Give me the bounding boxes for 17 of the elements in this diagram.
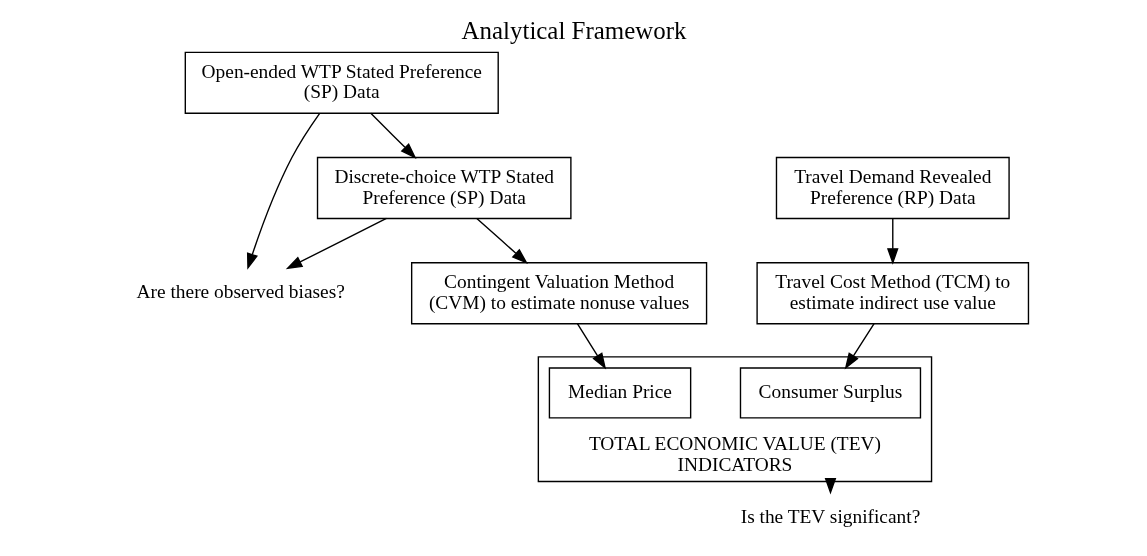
node-box: Travel Demand Revealed Preference (RP) Data bbox=[775, 156, 1010, 220]
arrow bbox=[369, 112, 417, 159]
node-text: Are there observed biases? bbox=[136, 281, 345, 303]
node-box: Contingent Valuation Method (CVM) to estimate nonuse values bbox=[410, 262, 707, 325]
node-box: Travel Cost Method (TCM) to estimate indirect use value bbox=[755, 262, 1029, 325]
arrow bbox=[285, 217, 387, 270]
arrow bbox=[576, 323, 606, 370]
node-box: Consumer Surplus bbox=[739, 367, 921, 419]
node-box: Discrete-choice WTP Stated Preference (SP) Data bbox=[316, 156, 572, 220]
arrow bbox=[844, 323, 875, 370]
node-box: Median Price bbox=[548, 367, 691, 419]
node-box: Open-ended WTP Stated Preference (SP) Data bbox=[184, 51, 499, 114]
diagram-title: Analytical Framework bbox=[461, 17, 686, 45]
arrow bbox=[475, 217, 528, 265]
node-text: Is the TEV significant? bbox=[740, 505, 920, 527]
arrow bbox=[886, 217, 899, 265]
arrow bbox=[246, 112, 320, 270]
